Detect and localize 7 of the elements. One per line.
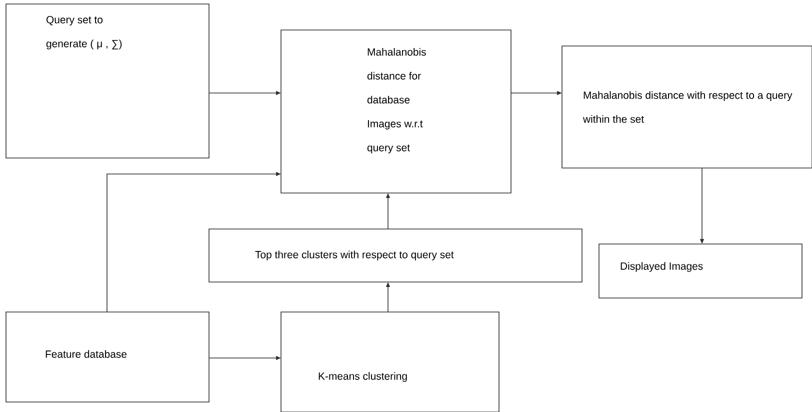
- process-box: Top three clusters with respect to query set: [208, 228, 582, 282]
- process-box: K-means clustering: [280, 312, 500, 412]
- process-box: Mahalanobis distance for database Images w.r.t query set: [280, 30, 512, 194]
- process-box: Mahalanobis distance with respect to a query within the set: [562, 46, 812, 168]
- process-box: Feature database: [6, 312, 210, 402]
- process-box: Query set to generate ( μ , ∑): [6, 4, 210, 158]
- process-box: Displayed Images: [598, 244, 802, 298]
